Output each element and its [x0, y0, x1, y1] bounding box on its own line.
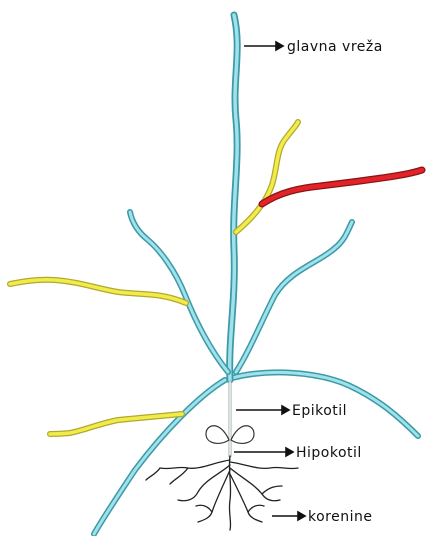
red-leaf [262, 170, 422, 204]
yellow-leaf-left [10, 280, 186, 303]
epicotyl-label: Epikotil [292, 403, 347, 419]
hypocotyl-label: Hipokotil [296, 445, 362, 461]
main-stem-label: glavna vreža [287, 39, 383, 55]
yellow-leaf-lower [50, 414, 182, 434]
main-stem [230, 15, 238, 380]
side-shoot-right [236, 222, 352, 372]
roots-label: korenine [308, 509, 372, 525]
roots [146, 456, 298, 530]
yellow-leaf-upper [236, 122, 298, 232]
label-arrows [234, 42, 305, 520]
